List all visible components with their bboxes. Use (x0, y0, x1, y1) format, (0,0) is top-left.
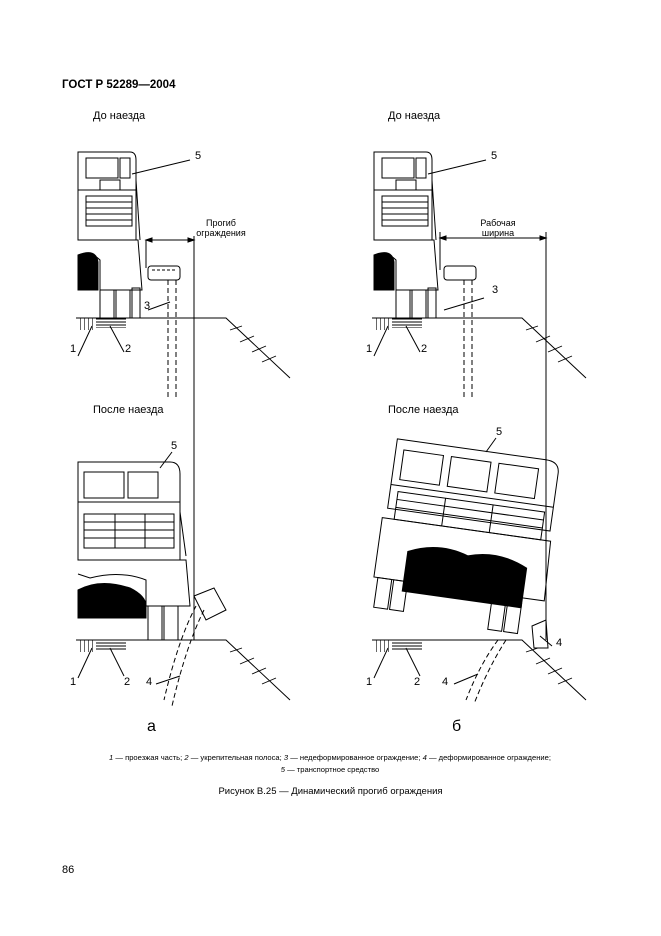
barrier-undeformed-top-left (147, 265, 181, 398)
callout-5-top-right: 5 (491, 150, 498, 162)
callout-5-top-left: 5 (195, 150, 202, 162)
callout-2-bottom-left: 2 (124, 676, 131, 688)
barrier-deformed-bottom-right (465, 619, 549, 705)
title-before-right: До наезда (388, 110, 441, 122)
title-before-left: До наезда (93, 110, 146, 122)
document-code: ГОСТ Р 52289—2004 (62, 79, 176, 91)
callout-3-top-left: 3 (144, 300, 151, 312)
working-width-label-line1: Рабочая (480, 218, 516, 228)
deflection-label-line2: ограждения (196, 228, 246, 238)
subfigure-label-b: б (452, 718, 462, 735)
legend-index-5: 5 (280, 765, 285, 774)
legend-text-1: — проезжая часть; (113, 753, 185, 762)
barrier-deformed-bottom-left (163, 587, 227, 707)
page-number: 86 (62, 864, 75, 876)
callout-1-top-right: 1 (366, 343, 373, 355)
deflection-label-line1: Прогиб (206, 218, 236, 228)
title-after-right: После наезда (388, 404, 459, 416)
figure-legend: 1 — проезжая часть; 2 — укрепительная по… (40, 752, 620, 776)
panel-top-left (76, 151, 291, 640)
title-after-left: После наезда (93, 404, 164, 416)
callout-1-top-left: 1 (70, 343, 77, 355)
panel-bottom-left (76, 451, 291, 707)
callout-4-bottom-right: 4 (442, 676, 449, 688)
barrier-undeformed-top-right (443, 265, 477, 398)
callout-4-bottom-left: 4 (146, 676, 153, 688)
callout-2-bottom-right: 2 (414, 676, 421, 688)
legend-index-3: 3 (283, 753, 289, 762)
working-width-label: Рабочая ширина (470, 218, 526, 238)
callout-2-top-right: 2 (421, 343, 428, 355)
callout-3-top-right: 3 (492, 284, 499, 296)
vehicle-after-left (77, 461, 191, 641)
vehicle-before-left (77, 151, 143, 319)
callout-1-bottom-left: 1 (70, 676, 77, 688)
legend-text-3: — недеформированное ограждение; (288, 753, 423, 762)
callout-2-top-left: 2 (125, 343, 132, 355)
figure-title: Рисунок В.25 — Динамический прогиб ограж… (218, 786, 443, 797)
callout-5-bottom-right: 5 (496, 426, 503, 438)
deflection-label: Прогиб ограждения (192, 218, 250, 238)
callout-4-bottom-right-barrier: 4 (556, 637, 563, 649)
subfigure-label-a: а (147, 718, 156, 735)
callout-1-bottom-right: 1 (366, 676, 373, 688)
legend-index-4: 4 (422, 753, 427, 762)
legend-index-2: 2 (184, 753, 189, 762)
panel-top-right (372, 151, 587, 640)
callout-5-bottom-left: 5 (171, 440, 178, 452)
working-width-label-line2: ширина (481, 228, 515, 238)
legend-text-5: — транспортное средство (284, 765, 380, 774)
vehicle-before-right (373, 151, 439, 319)
vehicle-after-right (373, 438, 559, 635)
panel-bottom-right (372, 437, 587, 705)
legend-text-2: — укрепительная полоса; (188, 753, 284, 762)
legend-text-4: — деформированное ограждение; (426, 753, 551, 762)
legend-index-1: 1 (109, 753, 114, 762)
